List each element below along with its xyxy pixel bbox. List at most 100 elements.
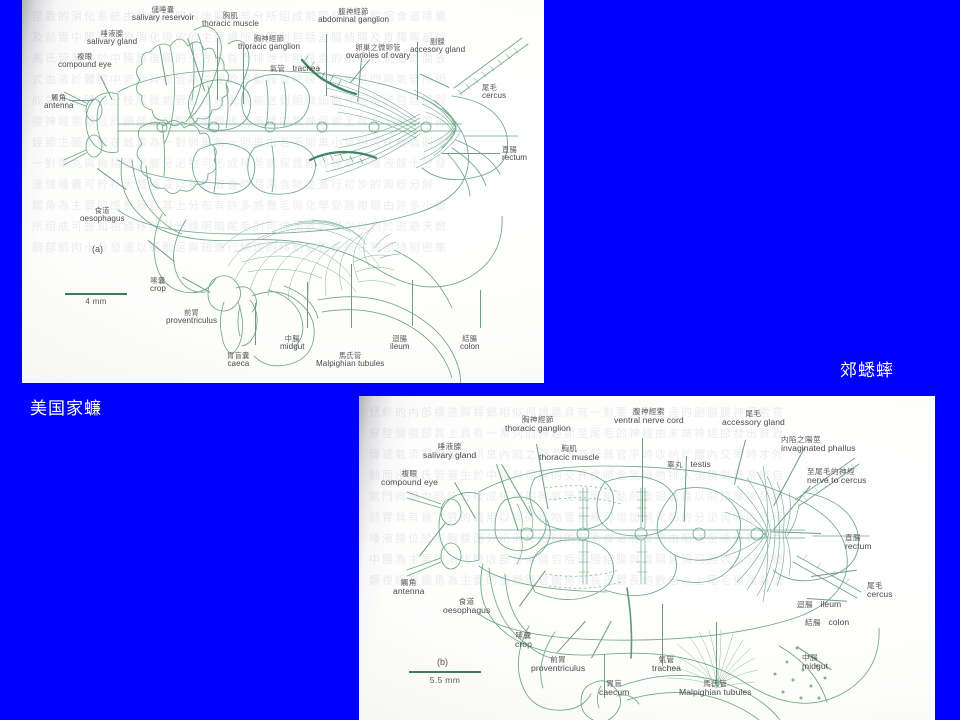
panel-letter-a: (a) [92,244,103,254]
label-cn: 前胃 [550,655,567,664]
label-en: antenna [44,100,74,110]
label-cn: 嗉囊 [515,631,532,640]
label-cn: 尾毛 [867,581,883,590]
label-cn: 中腸 [284,334,300,343]
leader-line [480,290,481,328]
label-compound-eye: 複眼 compound eye [58,53,112,70]
label-en: antenna [393,586,425,597]
label-en: thoracic ganglion [238,41,301,51]
scale-bar-line [65,293,127,295]
label-antenna: 觸角 antenna [44,94,74,111]
label-cn: 食道 [458,597,475,606]
label-en: accessory gland [722,417,785,428]
label-trachea: 氣管 trachea [652,655,681,673]
label-en: thoracic muscle [539,452,600,463]
label-en: cercus [482,90,507,100]
label-colon: 結腸 colon [460,335,480,352]
label-invaginated-phallus: 内陷之陽莖 invaginated phallus [781,435,856,453]
show-through-text: 蟋蟀的內部構造與蟑螂相似但雄蟲具有一對睪丸與發達的副腺腹神經索貫 穿整個腹部其上… [369,406,785,587]
label-caeca: 胃盲囊 caeca [227,352,250,369]
label-antenna: 觸角 antenna [393,578,425,597]
scanned-paper-background [22,0,544,383]
panel-letter-b: (b) [437,657,448,667]
label-oesophagus: 食道 oesophagus [443,597,491,616]
label-cercus: 尾毛 cercus [482,84,506,101]
label-cn: 腹神經索 [632,407,665,416]
label-testis: 睪丸 testis [667,454,711,471]
label-malpighian-tubules: 馬氏管 Malpighian tubules [316,352,384,369]
label-en: caeca [227,358,250,368]
label-cn: 内陷之陽莖 [781,435,821,444]
label-thoracic-ganglion: 胸神經節 thoracic ganglion [505,415,571,434]
label-cn: 副腺 [429,37,446,46]
label-midgut: 中腸 midgut [280,335,305,352]
leader-line [442,153,500,154]
label-cn: 唾液腺 [100,29,124,38]
scale-bar-value: 4 mm [85,297,107,306]
label-en: nerve to cercus [807,475,867,486]
label-cn: 食道 [94,206,110,215]
label-salivary-gland: 唾液腺 salivary gland [423,442,477,461]
label-cn: 直腸 [845,533,861,542]
label-en: rectum [845,541,872,552]
label-en: midgut [802,661,829,672]
label-en: rectum [502,152,528,162]
label-en: accesory gland [410,44,466,54]
scale-bar-figure-b: 5.5 mm [409,671,481,685]
label-en: crop [150,283,166,293]
label-cn: 複眼 [77,52,93,61]
label-en: caecum [599,687,630,698]
label-en: thoracic ganglion [505,423,571,434]
label-en: salivary gland [423,450,477,461]
label-cn: 馬氏管 [703,679,728,688]
label-en: thoracic muscle [202,18,259,28]
label-accessory-gland: 尾毛 accessory gland [722,409,785,428]
leader-line [243,48,244,104]
label-en: midgut [280,341,305,351]
label-cn: 迴腸 [797,600,813,609]
label-en: colon [460,341,480,351]
figure-field-cricket-anatomy: 蟋蟀的內部構造與蟑螂相似但雄蟲具有一對睪丸與發達的副腺腹神經索貫 穿整個腹部其上… [359,396,935,720]
label-cn: 胸肌 [561,444,578,453]
leader-line [351,264,352,328]
label-accesory-gland: 副腺 accesory gland [410,38,465,55]
label-en: ventral nerve cord [614,415,684,426]
label-en: Malpighian tubules [679,687,752,698]
label-cn: 尾毛 [482,83,498,92]
label-salivary-reservoir: 儲唾囊 salivary reservoir [132,6,194,23]
label-ovarioles-of-ovary: 卵巢之微卵管 ovarioles of ovary [346,44,410,61]
label-en: ovarioles of ovary [346,50,411,60]
label-cn: 胃盲囊 [227,351,250,360]
label-compound-eye: 複眼 compound eye [381,469,438,487]
label-en: colon [828,617,850,627]
leader-line [326,34,327,96]
label-ventral-nerve-cord: 腹神經索 ventral nerve cord [614,407,684,426]
scale-bar-figure-a: 4 mm [65,293,127,306]
label-crop: 嗉囊 crop [150,277,166,294]
label-cn: 觸角 [400,578,417,587]
label-cn: 結腸 [462,334,478,343]
label-en: oesophagus [80,213,125,223]
show-through-text: 昆蟲的消化系統由前腸中腸與後腸三部分所組成前腸包括口腔咽食道嗉囊 及前胃中腸為食… [32,10,448,254]
label-thoracic-muscle: 胸肌 thoracic muscle [202,12,259,29]
label-cn: 氣管 [270,64,286,73]
label-cn: 結腸 [805,618,821,627]
label-cn: 中腸 [802,653,818,662]
label-en: ileum [820,599,842,609]
label-cercus: 尾毛 cercus [867,581,893,599]
cockroach-anatomy-drawing [22,0,544,383]
label-rectum: 直腸 rectum [845,533,872,552]
label-cn: 複眼 [401,469,418,478]
label-en: crop [515,639,532,650]
label-trachea: 氣管 trachea [270,58,320,75]
label-cn: 嗉囊 [150,276,166,285]
label-en: oesophagus [443,605,491,616]
label-en: testis [690,459,711,469]
label-en: abdominal ganglion [318,14,390,24]
label-oesophagus: 食道 oesophagus [80,207,125,224]
leader-line [217,38,218,100]
label-cn: 胸肌 [222,11,239,20]
label-proventriculus: 前胃 proventriculus [166,309,217,326]
label-caecum: 胃盲 caecum [599,679,630,698]
